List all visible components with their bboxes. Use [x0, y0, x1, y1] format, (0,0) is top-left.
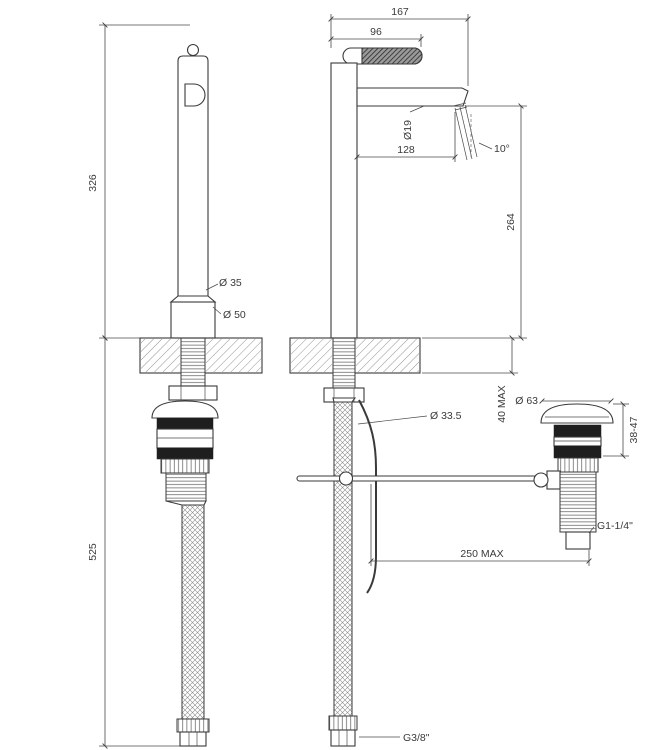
aerator	[454, 106, 468, 111]
drain-cap	[540, 403, 614, 424]
dim-40max-label: 40 MAX	[496, 385, 508, 422]
dim-body-diameter: Ø 35	[205, 277, 242, 291]
rod-ball-joint	[533, 472, 549, 488]
hose-collar	[328, 715, 358, 731]
dim-base-diameter: Ø 50	[212, 306, 246, 321]
dia-63-label: Ø 63	[515, 395, 538, 407]
dim-326-label: 326	[87, 174, 99, 192]
threaded-tail	[165, 472, 207, 502]
lock-nut	[168, 385, 218, 401]
drain-view: Ø 63 38-47 G1-1/4"	[515, 395, 640, 550]
hex-section	[557, 457, 599, 473]
dia-33-5-label: Ø 33.5	[430, 410, 462, 422]
dim-spout-reach: 128	[354, 112, 458, 162]
dim-167-label: 167	[391, 6, 409, 18]
hose-nut	[330, 729, 356, 747]
horizontal-rod	[296, 475, 538, 482]
dia-19-label: Ø19	[402, 120, 414, 140]
base-flange	[170, 301, 216, 339]
g38-label: G3/8"	[403, 732, 430, 744]
gasket-band-lower	[553, 445, 602, 459]
water-stream: 10°	[454, 104, 510, 161]
threaded-body	[559, 471, 597, 533]
hose-nut	[179, 731, 207, 747]
dim-128-label: 128	[397, 144, 415, 156]
pop-up-rod	[296, 399, 538, 594]
faucet-front-body	[169, 43, 217, 339]
handle-grip	[361, 47, 423, 65]
supply-hose-front	[176, 504, 210, 747]
dim-height-below-deck: 525	[87, 335, 180, 749]
counter-hatch-left	[291, 339, 332, 372]
dome-washer	[151, 400, 219, 419]
dim-total-depth: 167	[328, 6, 471, 86]
gasket-band-upper	[156, 417, 214, 430]
dim-hole-diameter: Ø 33.5	[357, 410, 462, 425]
top-ring	[186, 43, 200, 57]
spout-side	[356, 87, 469, 107]
rod-ball-joint	[338, 471, 354, 486]
dim-96-label: 96	[370, 26, 382, 38]
tailpiece	[565, 531, 591, 550]
dim-rod-reach: 250 MAX	[368, 484, 592, 566]
dim-spout-diameter: Ø19	[402, 105, 425, 140]
dim-waste-thread: G1-1/4"	[588, 520, 633, 534]
supply-hose-side	[328, 397, 358, 747]
counter-hatch-right	[356, 339, 419, 372]
gasket-band-lower	[156, 447, 214, 460]
knurled-ring	[160, 458, 210, 474]
dim-525-label: 525	[87, 543, 99, 561]
dia-35-label: Ø 35	[219, 277, 242, 289]
dim-spout-height: 264	[422, 103, 527, 341]
braided-hose	[181, 504, 205, 720]
dim-inlet-thread: G3/8"	[359, 732, 430, 744]
hose-collar	[176, 718, 210, 733]
dim-height-above-deck: 326	[87, 22, 190, 341]
dim-250max-label: 250 MAX	[460, 548, 503, 560]
mounting-hardware-front	[151, 337, 219, 506]
dim-deck-thickness: 40 MAX	[422, 335, 518, 423]
dim-handle-length: 96	[328, 26, 424, 47]
side-view: 167 96 10° Ø19	[289, 6, 592, 747]
pop-up-waste	[533, 403, 614, 550]
counter-hatch-left	[141, 339, 180, 372]
faucet-side-body	[330, 47, 469, 339]
spout-mouth	[184, 83, 206, 107]
counter-hatch-right	[206, 339, 261, 372]
gasket-spacer	[553, 436, 602, 447]
dim-cap-height: 38-47	[603, 401, 640, 459]
g114-label: G1-1/4"	[597, 520, 633, 532]
gasket-band-upper	[553, 424, 602, 438]
body-column	[330, 62, 358, 339]
dim-38-47-label: 38-47	[628, 416, 640, 443]
counter-front	[139, 337, 263, 374]
counter-side	[289, 337, 421, 374]
vertical-rod	[358, 399, 377, 594]
angle-10-label: 10°	[494, 143, 510, 155]
braided-hose	[333, 401, 353, 717]
spacer-body	[156, 428, 214, 449]
dim-264-label: 264	[505, 213, 517, 231]
rod-bracket	[546, 470, 561, 490]
front-view: 326 525 Ø 35 Ø 50	[87, 22, 263, 749]
dia-50-label: Ø 50	[223, 309, 246, 321]
dim-cap-diameter: Ø 63	[515, 395, 614, 407]
